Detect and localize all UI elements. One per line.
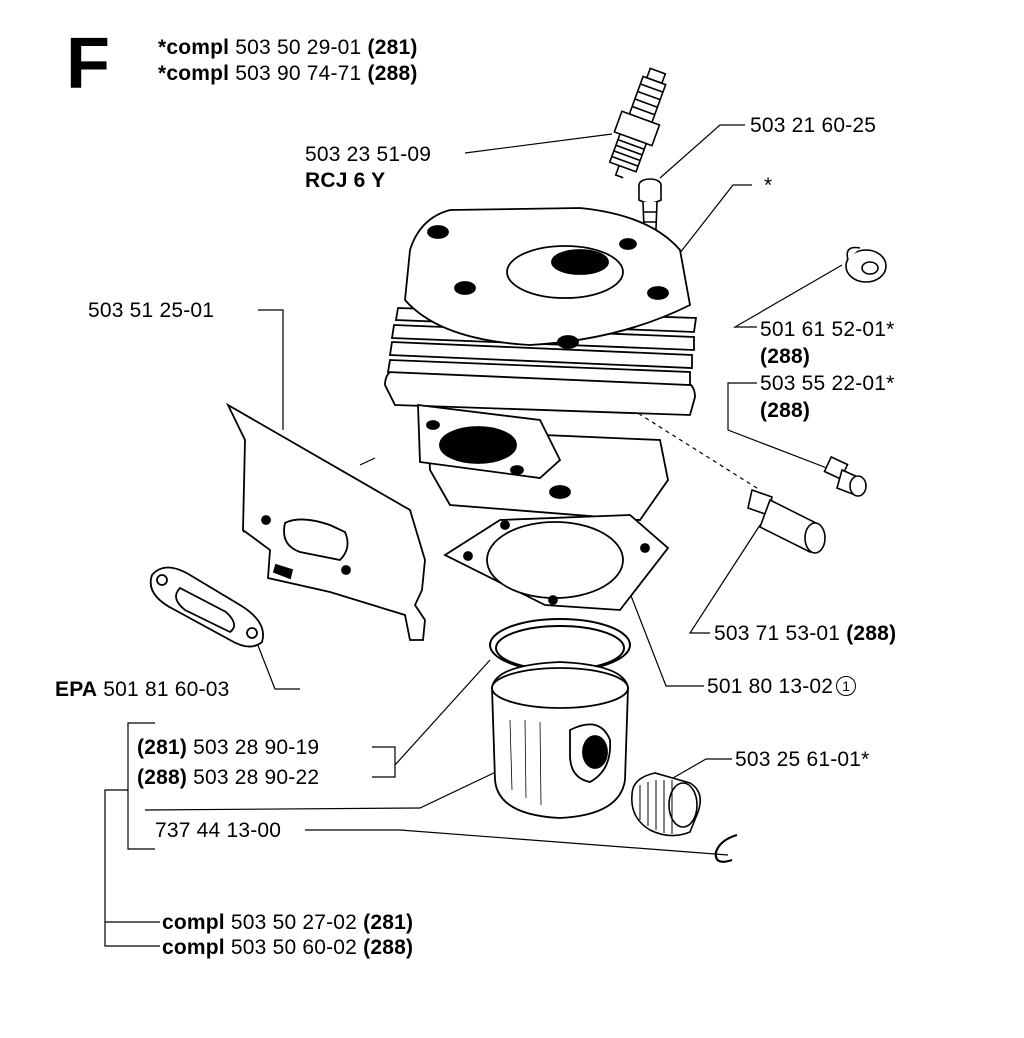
leader-piston <box>144 769 501 811</box>
header-line-1: *compl 503 50 29-01 (281) <box>158 36 418 59</box>
spark-plug-drawing <box>608 67 667 179</box>
needle-bearing-drawing <box>631 772 701 837</box>
circlip-drawing <box>714 833 738 863</box>
label-piston-kit-288: compl 503 50 60-02 (288) <box>162 936 413 959</box>
label-muffler-gasket-prefix: EPA <box>55 678 98 701</box>
leader-decomp-axis <box>624 404 761 491</box>
header-line-1-number: 503 50 29-01 <box>235 36 362 59</box>
label-piston-kit-288-number: 503 50 60-02 <box>230 936 358 959</box>
label-cylinder-marker: * <box>764 174 773 197</box>
bracket-piston-kit <box>104 789 160 947</box>
leader-cylinder <box>675 184 752 259</box>
leader-spacer-plate <box>258 309 284 430</box>
label-piston-kit-281: compl 503 50 27-02 (281) <box>162 911 413 934</box>
label-circlip: 737 44 13-00 <box>155 819 282 842</box>
header-line-1-prefix: *compl <box>158 36 230 59</box>
label-piston-kit-281-prefix: compl <box>162 911 225 934</box>
header-line-2-model: (288) <box>367 62 418 85</box>
cylinder-drawing <box>384 207 698 521</box>
label-muffler-gasket: EPA 501 81 60-03 <box>55 678 229 701</box>
spacer-plate-drawing <box>225 402 426 641</box>
section-letter: F <box>66 24 110 104</box>
leader-circlip <box>305 829 729 856</box>
piston-drawing <box>491 661 629 819</box>
leader-spark-plug <box>464 133 613 154</box>
label-piston-281-number: 503 28 90-19 <box>193 736 320 759</box>
label-piston-288-model: (288) <box>137 766 188 789</box>
label-piston-281-model: (281) <box>137 736 188 759</box>
label-decomp-valve-number: 503 71 53-01 <box>714 622 841 645</box>
leader-piston-ring <box>372 659 491 767</box>
label-decomp-plug-number: 503 55 22-01* <box>760 372 895 395</box>
label-piston-kit-281-number: 503 50 27-02 <box>230 911 358 934</box>
leader-plug-cap <box>732 264 843 328</box>
decomp-plug-drawing <box>823 455 867 497</box>
header-line-1-model: (281) <box>367 36 418 59</box>
decomp-valve-drawing <box>747 488 826 554</box>
label-spark-plug-type: RCJ 6 Y <box>305 169 386 192</box>
label-decomp-plug-model: (288) <box>760 399 811 422</box>
label-piston-281: (281) 503 28 90-19 <box>137 736 319 759</box>
header-line-2-number: 503 90 74-71 <box>235 62 362 85</box>
label-needle-bearing: 503 25 61-01* <box>735 748 870 771</box>
leader-needle-bearing <box>672 758 732 779</box>
label-spacer-plate: 503 51 25-01 <box>88 299 215 322</box>
label-plug-cap-number: 501 61 52-01* <box>760 318 895 341</box>
header-line-2-prefix: *compl <box>158 62 230 85</box>
label-plug-cap-model: (288) <box>760 345 811 368</box>
header-line-2: *compl 503 90 74-71 (288) <box>158 62 418 85</box>
leader-piston-288 <box>372 765 396 778</box>
label-piston-kit-288-prefix: compl <box>162 936 225 959</box>
leader-screw <box>659 124 745 179</box>
label-cylinder-gasket-number: 501 80 13-02 <box>707 675 834 698</box>
leader-muffler-gasket <box>249 624 300 690</box>
label-screw: 503 21 60-25 <box>750 114 877 137</box>
label-decomp-valve: 503 71 53-01 (288) <box>714 622 896 645</box>
leader-decomp-plug <box>727 382 833 471</box>
bracket-piston-group <box>127 722 155 850</box>
cylinder-gasket-drawing <box>443 514 670 611</box>
label-spark-plug-number: 503 23 51-09 <box>305 143 432 166</box>
label-piston-kit-281-model: (281) <box>363 911 414 934</box>
label-piston-288: (288) 503 28 90-22 <box>137 766 319 789</box>
leader-decomp-valve <box>688 524 761 634</box>
label-decomp-valve-model: (288) <box>846 622 897 645</box>
label-muffler-gasket-number: 501 81 60-03 <box>103 678 230 701</box>
muffler-gasket-drawing <box>149 566 264 648</box>
leader-cylinder-gasket <box>627 587 704 687</box>
label-piston-kit-288-model: (288) <box>363 936 414 959</box>
plug-cap-drawing <box>845 246 887 283</box>
reference-number-badge: 1 <box>836 676 857 696</box>
label-piston-288-number: 503 28 90-22 <box>193 766 320 789</box>
